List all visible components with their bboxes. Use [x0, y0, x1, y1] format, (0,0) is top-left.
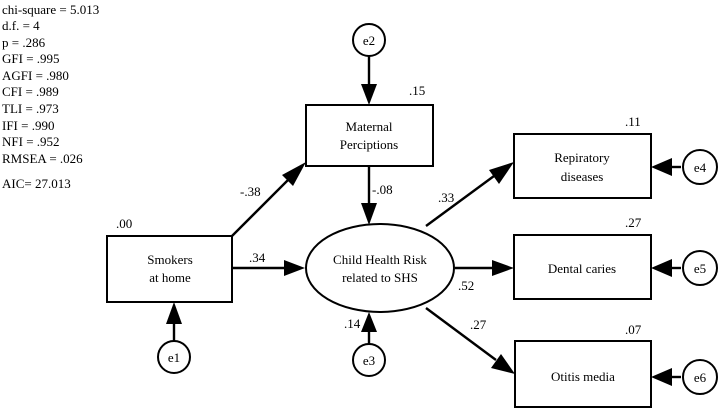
error-e2-label: e2 [363, 33, 375, 48]
error-e4-label: e4 [694, 160, 707, 175]
arrowheads [166, 84, 672, 386]
fit-stat-tli: TLI = .973 [2, 101, 59, 116]
respiratory-r2: .11 [625, 114, 641, 129]
fit-stat-rmsea: RMSEA = .026 [2, 151, 83, 166]
coef-child-dental: .52 [458, 278, 474, 293]
smokers-r2: .00 [116, 216, 132, 231]
ellipse-child-health-risk [305, 223, 455, 313]
error-terms: e2 e1 e3 e4 e5 e6 [157, 23, 718, 395]
error-e5 [682, 250, 718, 286]
arrowhead-dental [492, 260, 514, 276]
node-smokers: Smokers at home .00 [106, 216, 233, 303]
error-e1 [157, 340, 191, 374]
path-lines [172, 56, 681, 379]
maternal-r2: .15 [409, 83, 425, 98]
error-e3 [352, 343, 386, 377]
fit-stat-agfi: AGFI = .980 [2, 68, 69, 83]
node-dental: Dental caries .27 [513, 215, 652, 300]
maternal-label-line1: Maternal [346, 119, 393, 134]
node-maternal: Maternal Perciptions .15 [305, 83, 434, 167]
fit-stat-aic: AIC= 27.013 [2, 176, 71, 191]
fit-stat-nfi: NFI = .952 [2, 134, 60, 149]
arrowhead-maternal-from-smokers [282, 162, 306, 186]
arrowhead-otitis [491, 354, 515, 374]
arrowhead-child-from-e3 [361, 312, 377, 332]
fit-statistics: chi-square = 5.013 d.f. = 4 p = .286 GFI… [2, 2, 99, 191]
arrowhead-smokers-from-e1 [166, 302, 182, 324]
child-r2: .14 [344, 316, 361, 331]
path-coefficients: -.38 .34 -.08 .33 .52 .27 [240, 182, 487, 332]
otitis-r2: .07 [625, 322, 642, 337]
node-respiratory: Repiratory diseases .11 [513, 114, 652, 199]
arrowhead-child-from-maternal [361, 203, 377, 225]
coef-smokers-child: .34 [249, 250, 266, 265]
respiratory-label-line1: Repiratory [554, 150, 610, 165]
fit-stat-ifi: IFI = .990 [2, 118, 54, 133]
fit-stat-chi-square: chi-square = 5.013 [2, 2, 99, 17]
error-e1-label: e1 [168, 350, 180, 365]
box-dental [513, 234, 652, 300]
node-child-health-risk: Child Health Risk related to SHS .14 [305, 223, 455, 331]
arrow-child-to-respiratory [425, 175, 495, 227]
node-otitis: Otitis media .07 [514, 322, 652, 408]
fit-stat-cfi: CFI = .989 [2, 84, 59, 99]
error-e5-label: e5 [694, 261, 706, 276]
error-e6-label: e6 [694, 370, 707, 385]
box-otitis [514, 340, 652, 408]
arrowhead-respiratory [489, 162, 514, 184]
box-smokers [106, 235, 233, 303]
arrowhead-maternal [361, 84, 377, 105]
respiratory-label-line2: diseases [561, 169, 604, 184]
fit-stat-p: p = .286 [2, 35, 46, 50]
child-label-line2: related to SHS [342, 270, 418, 285]
coef-smokers-maternal: -.38 [240, 184, 261, 199]
smokers-label-line1: Smokers [147, 252, 193, 267]
arrowhead-child-from-smokers [284, 260, 305, 276]
coef-child-otitis: .27 [470, 317, 487, 332]
dental-label: Dental caries [548, 261, 616, 276]
fit-stat-df: d.f. = 4 [2, 18, 40, 33]
fit-stat-gfi: GFI = .995 [2, 51, 60, 66]
error-e3-label: e3 [363, 353, 375, 368]
error-e2 [352, 23, 386, 57]
box-maternal [305, 104, 434, 167]
arrowhead-dental-from-e5 [651, 259, 672, 277]
otitis-label: Otitis media [551, 369, 615, 384]
error-e6 [682, 359, 718, 395]
box-respiratory [513, 133, 652, 199]
smokers-label-line2: at home [149, 270, 191, 285]
arrowhead-otitis-from-e6 [651, 368, 672, 386]
arrow-smokers-to-maternal [231, 179, 289, 237]
arrowhead-respiratory-from-e4 [651, 158, 672, 176]
error-e4 [682, 149, 718, 185]
coef-child-respiratory: .33 [438, 190, 454, 205]
child-label-line1: Child Health Risk [333, 252, 427, 267]
coef-maternal-child: -.08 [372, 182, 393, 197]
maternal-label-line2: Perciptions [340, 137, 399, 152]
arrow-child-to-otitis [425, 307, 497, 361]
dental-r2: .27 [625, 215, 642, 230]
